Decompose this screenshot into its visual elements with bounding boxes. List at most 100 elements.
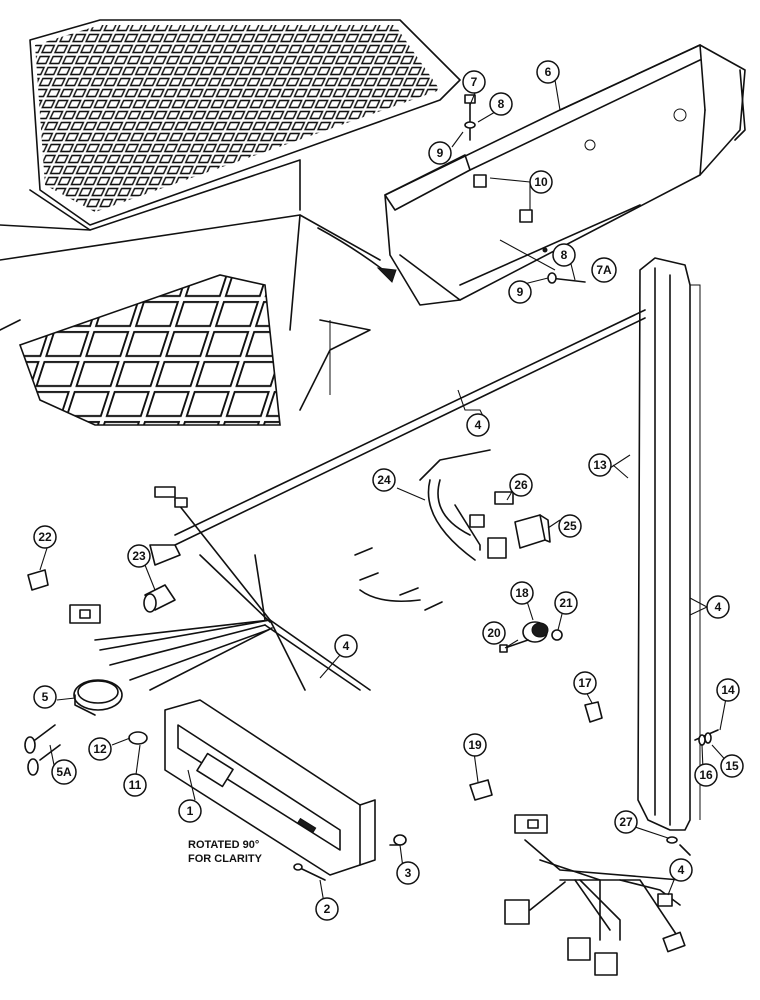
callout-20: 20 [482,621,506,645]
main-harness [149,309,646,566]
lower-harness [524,839,681,941]
bullet-connectors [354,547,443,611]
svg-text:16: 16 [699,768,713,782]
callout-8-lower: 8 [552,243,576,267]
callout-25: 25 [558,514,582,538]
svg-text:4: 4 [715,600,722,614]
bracket-bolt-upper [464,94,476,141]
bracket-clips [473,174,533,223]
dash-harness [94,499,371,691]
svg-text:4: 4 [475,418,482,432]
svg-text:5A: 5A [56,765,72,779]
svg-text:8: 8 [561,248,568,262]
svg-text:5: 5 [42,690,49,704]
screw-3 [389,834,407,846]
svg-text:25: 25 [563,519,577,533]
svg-text:12: 12 [93,742,107,756]
svg-text:9: 9 [517,285,524,299]
callout-5a: 5A [51,759,77,785]
cab-roof [0,19,461,411]
svg-text:18: 18 [515,586,529,600]
svg-text:4: 4 [343,639,350,653]
callout-16: 16 [694,763,718,787]
knob-18 [522,621,549,643]
svg-text:1: 1 [187,804,194,818]
callout-8-upper: 8 [489,92,513,116]
callout-3: 3 [396,861,420,885]
callout-23: 23 [127,544,151,568]
svg-text:22: 22 [38,530,52,544]
callout-24: 24 [372,468,396,492]
note-line-1: ROTATED 90° [188,839,259,851]
callout-2: 2 [315,897,339,921]
callout-4-dash: 4 [334,634,358,658]
svg-text:26: 26 [514,478,528,492]
callout-13: 13 [588,453,612,477]
svg-text:21: 21 [559,596,573,610]
svg-text:27: 27 [619,815,633,829]
svg-text:8: 8 [498,97,505,111]
callout-7: 7 [462,70,486,94]
callout-9-upper: 9 [428,141,452,165]
mount-arrow [317,227,397,283]
cab-side-grille [18,274,281,426]
callout-1: 1 [178,799,202,823]
svg-text:20: 20 [487,626,501,640]
callout-9-lower: 9 [508,280,532,304]
clip-17 [584,701,603,723]
keys-5a [24,724,61,776]
lamp-socket-22 [27,569,101,624]
lower-connectors [504,899,686,976]
sub-harness-24 [419,449,507,561]
callout-7a: 7A [591,257,617,283]
bracket-bolt-lower [547,272,586,284]
svg-text:4: 4 [678,863,685,877]
svg-text:3: 3 [405,866,412,880]
callout-4-bottom: 4 [669,858,693,882]
svg-text:2: 2 [324,902,331,916]
callout-4-right: 4 [706,595,730,619]
bolt-20 [499,639,529,653]
callout-21: 21 [554,591,578,615]
screw-2 [293,863,326,881]
washers-15-16 [698,732,712,746]
callout-12: 12 [88,737,112,761]
callout-18: 18 [510,581,534,605]
note-line-2: FOR CLARITY [188,853,263,865]
callout-4-top: 4 [466,413,490,437]
plug-12 [128,731,148,745]
svg-text:11: 11 [129,778,142,792]
svg-text:17: 17 [578,676,592,690]
callout-10: 10 [529,170,553,194]
connector-4d [657,893,673,907]
svg-text:23: 23 [132,549,146,563]
callout-22: 22 [33,525,57,549]
svg-text:14: 14 [721,683,735,697]
callout-26: 26 [509,473,533,497]
callout-11: 11 [123,773,147,797]
nut-21 [551,629,563,641]
connector-plug-26 [494,491,514,505]
panel-bracket [384,44,746,306]
dash-panel-1 [164,699,376,876]
end-connector-4a [154,486,188,508]
switch-19 [469,779,548,834]
vertical-trim-channel [637,257,701,831]
svg-text:6: 6 [545,65,552,79]
callout-15: 15 [720,754,744,778]
callout-14: 14 [716,678,740,702]
svg-text:19: 19 [468,738,482,752]
ground-terminal-27 [666,836,691,856]
svg-text:13: 13 [593,458,607,472]
callout-27: 27 [614,810,638,834]
svg-text:24: 24 [377,473,391,487]
indicator-lamp-23 [143,584,176,613]
callout-6: 6 [536,60,560,84]
svg-text:10: 10 [534,175,548,189]
svg-text:9: 9 [437,146,444,160]
relay-25 [514,514,551,549]
svg-text:7A: 7A [596,263,612,277]
svg-text:7: 7 [471,75,478,89]
